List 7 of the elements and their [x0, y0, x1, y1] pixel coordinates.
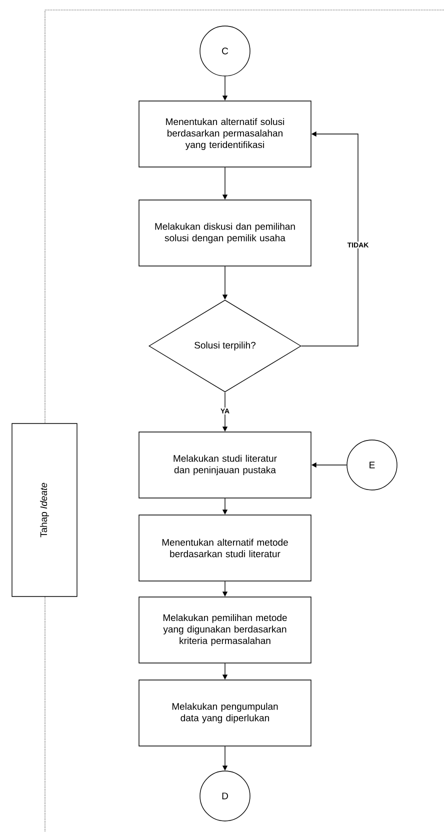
stage-box: Tahap Ideate — [12, 423, 78, 597]
process-box: Menentukan alternatif solusi berdasarkan permasalahan yang teridentifikasi — [138, 100, 312, 168]
process-box: Melakukan studi literatur dan peninjauan pustaka — [138, 432, 312, 498]
process-box: Melakukan pemilihan metode yang digunakan berdasarkan kriteria permasalahan — [138, 596, 312, 664]
process-box: Melakukan pengumpulan data yang diperlukan — [138, 680, 312, 746]
process-box: Melakukan diskusi dan pemilihan solusi dengan pemilik usaha — [138, 200, 312, 266]
process-box: Menentukan alternatif metode berdasarkan studi literatur — [138, 514, 312, 582]
